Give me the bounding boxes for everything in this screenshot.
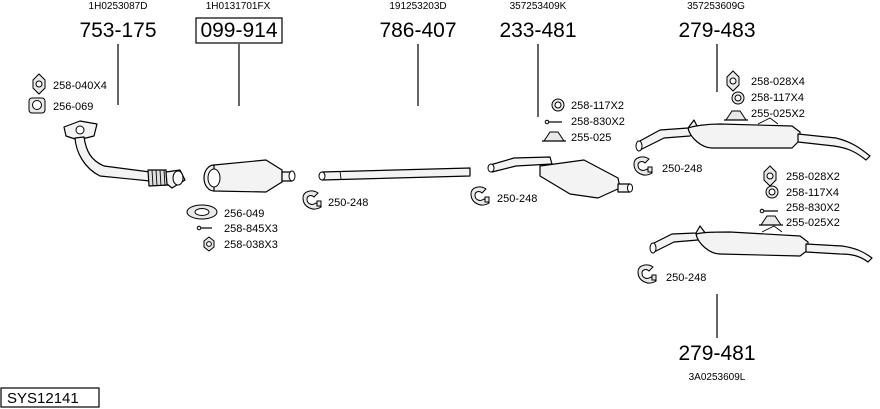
- washer-icon: [551, 98, 565, 112]
- nut-icon: [203, 236, 215, 252]
- system-code: SYS12141: [0, 387, 100, 408]
- part-number: 279-481: [678, 342, 755, 365]
- accessory-label: 258-038X3: [224, 239, 278, 251]
- part-279-481[interactable]: 279-481 3A0253609L: [678, 342, 755, 383]
- accessory-label: 255-025: [571, 132, 611, 144]
- bolt-icon: [544, 119, 562, 125]
- accessory-label: 258-028X4: [751, 76, 805, 88]
- clamp-icon: [633, 156, 653, 176]
- part-number: 753-175: [79, 19, 156, 42]
- rear-silencer-drawing-279-483: [635, 117, 871, 161]
- accessory-label: 258-040X4: [53, 80, 107, 92]
- nut-icon: [763, 165, 777, 187]
- washer-icon: [765, 185, 779, 199]
- part-786-407[interactable]: 191253203D 786-407: [379, 1, 456, 42]
- accessory-label: 255-025X2: [751, 108, 805, 120]
- accessory-label: 250-248: [662, 163, 702, 175]
- oem-code: 3A0253609L: [689, 372, 746, 383]
- accessory-label: 258-117X4: [786, 187, 839, 199]
- front-pipe-drawing: [63, 120, 186, 189]
- middle-pipe-drawing: [318, 167, 471, 181]
- system-code-text: SYS12141: [7, 390, 79, 407]
- clamp-icon: [470, 186, 490, 206]
- nut-icon: [726, 70, 740, 92]
- accessory-label: 258-028X2: [786, 171, 840, 183]
- nut-icon: [32, 73, 46, 95]
- part-number: 233-481: [499, 19, 576, 42]
- part-099-914[interactable]: 1H0131701FX 099-914: [195, 1, 283, 44]
- accessory-label: 255-025X2: [786, 217, 840, 229]
- part-number: 279-483: [678, 19, 755, 42]
- accessory-label: 250-248: [497, 193, 537, 205]
- accessory-label: 250-248: [328, 197, 368, 209]
- part-753-175[interactable]: 1H0253087D 753-175: [79, 1, 156, 42]
- accessory-label: 258-830X2: [786, 202, 840, 214]
- accessory-label: 258-830X2: [571, 116, 625, 128]
- washer-icon: [731, 91, 745, 105]
- accessory-label: 256-069: [53, 101, 93, 113]
- clamp-icon: [637, 264, 657, 284]
- highlight-box: [195, 17, 283, 44]
- part-number: 786-407: [379, 19, 456, 42]
- rubber-mount-icon: [542, 131, 566, 142]
- gasket-icon: [28, 97, 46, 114]
- bolt-icon: [196, 225, 212, 231]
- rear-silencer-drawing-279-481: [649, 225, 873, 263]
- bolt-icon: [759, 208, 778, 214]
- oem-code: 357253609G: [687, 1, 745, 12]
- part-number: 099-914: [200, 19, 277, 42]
- accessory-label: 256-049: [224, 208, 264, 220]
- oem-code: 1H0253087D: [89, 1, 148, 12]
- rubber-mount-icon: [724, 110, 748, 121]
- center-silencer-drawing: [487, 156, 633, 199]
- accessory-label: 258-117X4: [751, 92, 804, 104]
- part-233-481[interactable]: 357253409K 233-481: [499, 1, 576, 42]
- catalytic-converter-drawing: [203, 159, 296, 193]
- oem-code: 191253203D: [389, 1, 446, 12]
- accessory-label: 258-117X2: [571, 100, 624, 112]
- oem-code: 1H0131701FX: [206, 1, 271, 12]
- oem-code: 357253409K: [510, 1, 567, 12]
- accessory-label: 250-248: [666, 272, 706, 284]
- part-279-483[interactable]: 357253609G 279-483: [678, 1, 755, 42]
- clamp-icon: [302, 190, 322, 210]
- accessory-label: 258-845X3: [224, 223, 278, 235]
- rubber-mount-icon: [759, 215, 783, 226]
- ring-gasket-icon: [186, 204, 218, 220]
